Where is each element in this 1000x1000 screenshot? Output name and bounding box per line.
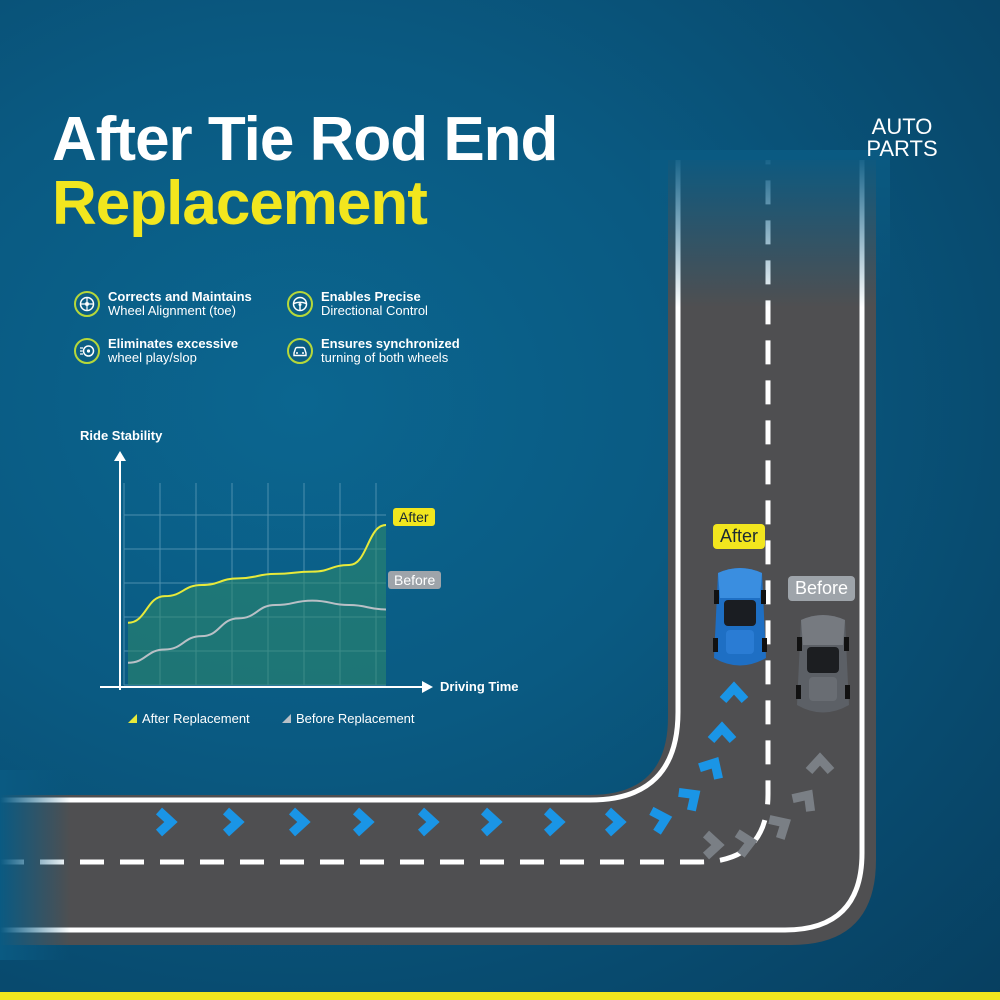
after-arrow (480, 807, 503, 837)
legend-swatch (128, 714, 137, 723)
x-axis-label: Driving Time (440, 679, 519, 694)
feature-text: Directional Control (321, 303, 428, 318)
feature-bold: Eliminates excessive (108, 336, 239, 351)
after-arrow (678, 787, 701, 812)
after-arrow (649, 806, 673, 835)
after-car (713, 568, 767, 666)
series-label-after: After (393, 508, 435, 526)
after-arrow (352, 807, 375, 837)
feature-text: wheel play/slop (108, 350, 197, 365)
after-arrow (543, 807, 566, 837)
brand-line1: AUTO (871, 114, 933, 139)
after-line (127, 524, 387, 624)
road-center-line (0, 160, 771, 865)
y-axis-label: Ride Stability (80, 428, 163, 443)
feature-text: turning of both wheels (321, 350, 449, 365)
bottom-accent-bar (0, 992, 1000, 1000)
before-arrow (791, 789, 816, 812)
brand-line2: PARTS (866, 136, 938, 161)
title-line2: Replacement (52, 169, 428, 238)
brand-logo: AUTO PARTS (852, 116, 952, 160)
before-arrow (768, 815, 791, 840)
feature-alignment: Corrects and Maintains Wheel Alignment (… (74, 290, 252, 318)
legend-before: Before Replacement (282, 711, 415, 726)
feature-control: Enables Precise Directional Control (287, 290, 428, 318)
feature-play: Eliminates excessive wheel play/slop (74, 337, 238, 365)
road-edge-outer (0, 160, 865, 933)
legend-label: After Replacement (142, 711, 250, 726)
stability-chart (100, 451, 433, 693)
car-icon (287, 338, 313, 364)
road-edge-inner (0, 160, 681, 803)
speed-wheel-icon (74, 338, 100, 364)
legend-swatch (282, 714, 291, 723)
feature-bold: Corrects and Maintains (108, 289, 252, 304)
title-line1: After Tie Rod End (52, 105, 558, 174)
legend-after: After Replacement (128, 711, 250, 726)
before-car (796, 615, 850, 713)
before-line (127, 599, 387, 664)
before-arrow (702, 830, 725, 860)
wheel-icon (74, 291, 100, 317)
steering-wheel-icon (287, 291, 313, 317)
x-axis-arrow (422, 681, 433, 693)
road-label-before: Before (788, 576, 856, 601)
after-arrow (719, 681, 749, 704)
series-label-before: Before (388, 571, 442, 589)
after-area-fill (128, 525, 386, 685)
after-arrow (707, 721, 737, 744)
feature-bold: Ensures synchronized (321, 336, 460, 351)
after-arrow (698, 757, 723, 780)
after-arrow (417, 807, 440, 837)
before-direction-arrows (702, 752, 835, 860)
feature-text: Wheel Alignment (toe) (108, 303, 236, 318)
after-arrow (604, 807, 627, 837)
road-label-after: After (713, 524, 766, 549)
legend-label: Before Replacement (296, 711, 415, 726)
before-arrow (805, 752, 835, 775)
feature-bold: Enables Precise (321, 289, 421, 304)
feature-sync: Ensures synchronized turning of both whe… (287, 337, 460, 365)
y-axis-arrow (114, 451, 126, 461)
before-arrow (734, 829, 758, 858)
